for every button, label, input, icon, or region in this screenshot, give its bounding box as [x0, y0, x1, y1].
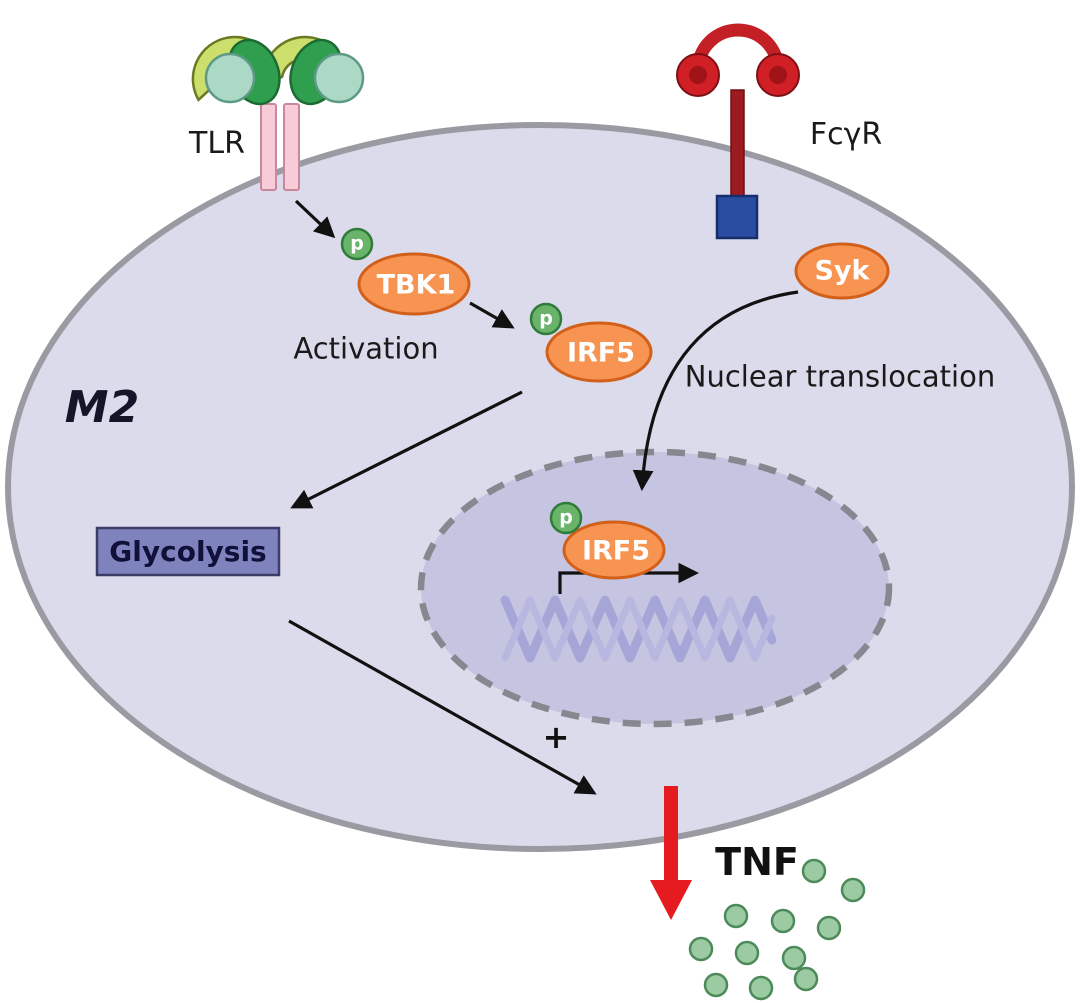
arrow-transcription: [558, 562, 700, 594]
tnf-dot: [734, 940, 760, 966]
fcgr-receptor: [676, 23, 800, 240]
irf5-cyto-phospho-label: p: [539, 307, 553, 330]
arrow-irf5-to-glycolysis: [290, 390, 523, 509]
tlr-label: TLR: [189, 126, 245, 161]
nucleus: [417, 448, 893, 728]
fcgr-label: FcγR: [809, 117, 883, 152]
cell-label: M2: [64, 382, 140, 433]
tnf-dot: [723, 903, 749, 929]
tbk1-oval: [357, 252, 471, 316]
irf5-nuclear-label: IRF5: [581, 535, 651, 567]
tnf-dot: [703, 972, 729, 998]
fcgr-head-left-core: [689, 66, 707, 84]
irf5-nuclear-oval: [562, 520, 666, 580]
arrow-tbk1-to-irf5: [469, 301, 515, 329]
fcgr-head-right-core: [769, 66, 787, 84]
tnf-dot: [793, 966, 819, 992]
syk-oval: [794, 242, 890, 300]
nuclear-translocation-label: Nuclear translocation: [684, 359, 996, 394]
fcgr-stalk: [730, 89, 745, 199]
dna-helix: [500, 595, 777, 663]
tlr-receptor: [191, 35, 365, 191]
tnf-secretion-arrow: [650, 786, 692, 920]
proteins: [340, 227, 890, 580]
tnf-dot: [770, 908, 796, 934]
arrow-glycolysis-to-tnf: [288, 619, 597, 795]
glycolysis-label: Glycolysis: [109, 535, 267, 568]
irf5-cyto-label: IRF5: [566, 337, 636, 369]
tnf-molecules: [688, 858, 866, 1001]
tnf-dot: [781, 945, 807, 971]
signal-arrows: [288, 199, 799, 795]
glycolysis-box: [95, 526, 281, 577]
irf5-cyto-oval: [545, 321, 653, 383]
fcgr-transmembrane-box: [715, 194, 759, 240]
tlr-globe-right: [313, 52, 365, 104]
irf5-cyto-phospho-circle: [529, 302, 563, 336]
syk-label: Syk: [814, 255, 870, 287]
tnf-dot: [840, 877, 866, 903]
tnf-dot: [748, 975, 774, 1001]
tlr-stalk-right: [283, 103, 300, 191]
tnf-dot: [816, 915, 842, 941]
arrow-syk-to-nucleus: [632, 290, 799, 492]
tnf-label: TNF: [715, 840, 799, 884]
fcgr-loop: [691, 23, 785, 71]
tbk1-label: TBK1: [376, 269, 456, 301]
tlr-globe-left: [204, 52, 256, 104]
activation-label: Activation: [293, 331, 439, 366]
arrow-tlr-to-tbk1: [294, 199, 336, 239]
irf5-nuclear-phospho-circle: [549, 501, 583, 535]
tlr-stalk-left: [260, 103, 277, 191]
tbk1-phospho-circle: [340, 227, 374, 261]
irf5-nuclear-phospho-label: p: [559, 506, 573, 529]
plus-label: +: [542, 718, 570, 756]
tbk1-phospho-label: p: [350, 232, 364, 255]
tnf-dot: [801, 858, 827, 884]
tnf-dot: [688, 936, 714, 962]
